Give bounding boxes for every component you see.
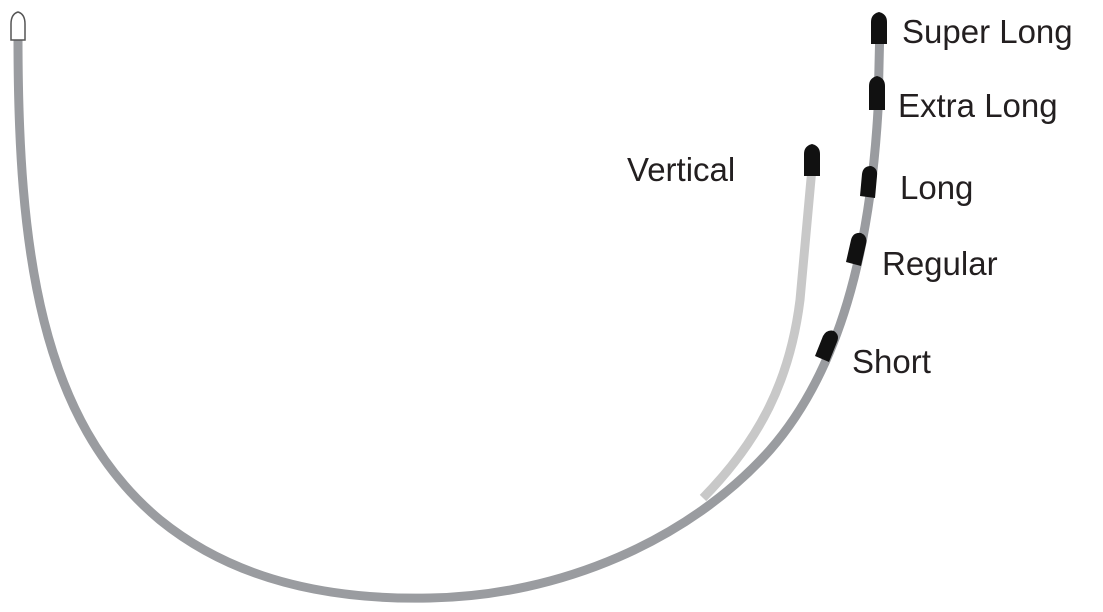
extra-long-tip bbox=[869, 76, 885, 110]
regular-tip bbox=[846, 232, 867, 266]
vertical-wire bbox=[699, 167, 817, 502]
long-tip bbox=[860, 166, 878, 198]
open-wire-end bbox=[10, 11, 26, 41]
long-label: Long bbox=[900, 169, 973, 206]
vertical-tip bbox=[804, 144, 820, 176]
short-tip bbox=[815, 330, 838, 362]
main-wire bbox=[13, 21, 885, 603]
super-long-tip bbox=[871, 12, 887, 44]
super-long-label: Super Long bbox=[902, 13, 1073, 50]
regular-label: Regular bbox=[882, 245, 998, 282]
extra-long-label: Extra Long bbox=[898, 87, 1058, 124]
vertical-label: Vertical bbox=[627, 151, 735, 188]
short-label: Short bbox=[852, 343, 931, 380]
